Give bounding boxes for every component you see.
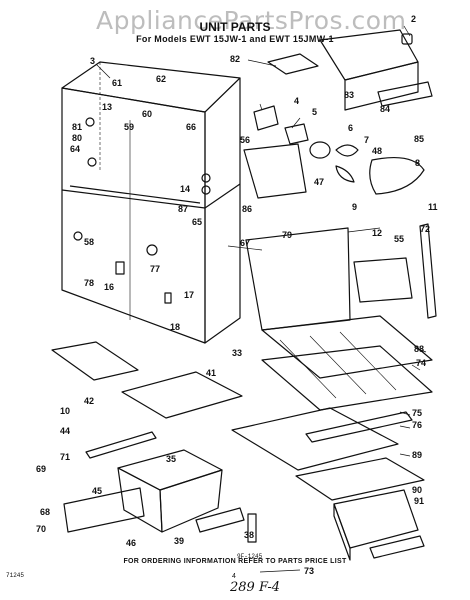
callout-47: 47: [314, 177, 324, 187]
callout-62: 62: [156, 74, 166, 84]
callout-3: 3: [90, 56, 95, 66]
dairy-bin: [243, 143, 307, 199]
callout-38: 38: [244, 530, 254, 540]
callout-60: 60: [142, 109, 152, 119]
ice-tray-assembly: [267, 29, 433, 111]
callout-64: 64: [70, 144, 80, 154]
drawer-handle: [369, 535, 425, 559]
callout-75: 75: [412, 408, 422, 418]
handwritten-note: 289 F-4: [230, 580, 281, 595]
callout-74: 74: [416, 358, 426, 368]
callout-81: 81: [72, 122, 82, 132]
callout-48: 48: [372, 146, 382, 156]
callout-8: 8: [415, 158, 420, 168]
leader-lines: [95, 25, 427, 573]
callout-16: 16: [104, 282, 114, 292]
callout-4: 4: [294, 96, 299, 106]
crisper-cover-rail: [305, 411, 413, 443]
callout-46: 46: [126, 538, 136, 548]
callout-77: 77: [150, 264, 160, 274]
callout-80: 80: [72, 133, 82, 143]
callout-73: 73: [304, 566, 314, 576]
callout-55: 55: [394, 234, 404, 244]
callout-13: 13: [102, 102, 112, 112]
callout-58: 58: [84, 237, 94, 247]
callout-10: 10: [60, 406, 70, 416]
page-number: 4: [232, 573, 236, 580]
callout-33: 33: [232, 348, 242, 358]
callout-6: 6: [348, 123, 353, 133]
callout-87: 87: [178, 204, 188, 214]
callout-71: 71: [60, 452, 70, 462]
crisper-cover: [295, 457, 425, 501]
callout-90: 90: [412, 485, 422, 495]
wire-shelves: [261, 315, 433, 411]
slide-rail-left: [85, 431, 157, 459]
callout-45: 45: [92, 486, 102, 496]
callout-65: 65: [192, 217, 202, 227]
callout-70: 70: [36, 524, 46, 534]
callout-88: 88: [414, 344, 424, 354]
callout-86: 86: [242, 204, 252, 214]
meat-drawer: [117, 449, 223, 533]
callout-68: 68: [40, 507, 50, 517]
callout-39: 39: [174, 536, 184, 546]
callout-78: 78: [84, 278, 94, 288]
callout-2: 2: [411, 14, 416, 24]
callout-85: 85: [414, 134, 424, 144]
callout-59: 59: [124, 122, 134, 132]
drip-tray: [51, 341, 139, 381]
divider-post: [247, 513, 257, 543]
callout-11: 11: [428, 202, 438, 212]
callout-42: 42: [84, 396, 94, 406]
callout-41: 41: [206, 368, 216, 378]
rear-panel: [245, 227, 351, 331]
front-trim: [195, 507, 245, 533]
callout-18: 18: [170, 322, 180, 332]
ordering-note: FOR ORDERING INFORMATION REFER TO PARTS …: [123, 558, 347, 565]
callout-14: 14: [180, 184, 190, 194]
door-shelf-bin: [353, 257, 413, 303]
callout-17: 17: [184, 290, 194, 300]
callout-7: 7: [364, 135, 369, 145]
diagram-title: UNIT PARTS: [199, 20, 271, 34]
callout-83: 83: [344, 90, 354, 100]
callout-79: 79: [282, 230, 292, 240]
watermark-text: AppliancePartsPros.com: [96, 6, 407, 35]
callout-61: 61: [112, 78, 122, 88]
callout-66: 66: [186, 122, 196, 132]
glass-shelf: [121, 371, 243, 419]
callout-5: 5: [312, 107, 317, 117]
cabinet-liner: [61, 61, 241, 344]
callout-89: 89: [412, 450, 422, 460]
drawer-support: [63, 487, 145, 533]
crisper-drawer: [333, 489, 419, 561]
callout-labels: 2 3 4 5 6 7 8 9 10 11 12 13 14 16 17 18 …: [36, 14, 438, 576]
corner-code: 71245: [6, 572, 25, 579]
callout-76: 76: [412, 420, 422, 430]
door-trim-strip: [419, 223, 437, 319]
model-numbers: For Models EWT 15JW-1 and EWT 15JMW-1: [136, 34, 334, 44]
callout-9: 9: [352, 202, 357, 212]
callout-84: 84: [380, 104, 390, 114]
drawing-code: 9F-1245: [237, 553, 263, 560]
callout-82: 82: [230, 54, 240, 64]
callout-35a: 35: [166, 454, 176, 464]
callout-91: 91: [414, 496, 424, 506]
callout-69: 69: [36, 464, 46, 474]
callout-12: 12: [372, 228, 382, 238]
control-parts: [253, 105, 425, 195]
callout-44: 44: [60, 426, 70, 436]
callout-67: 67: [240, 238, 250, 248]
callout-72: 72: [420, 224, 430, 234]
callout-56: 56: [240, 135, 250, 145]
crisper-cover-frame: [231, 407, 399, 471]
